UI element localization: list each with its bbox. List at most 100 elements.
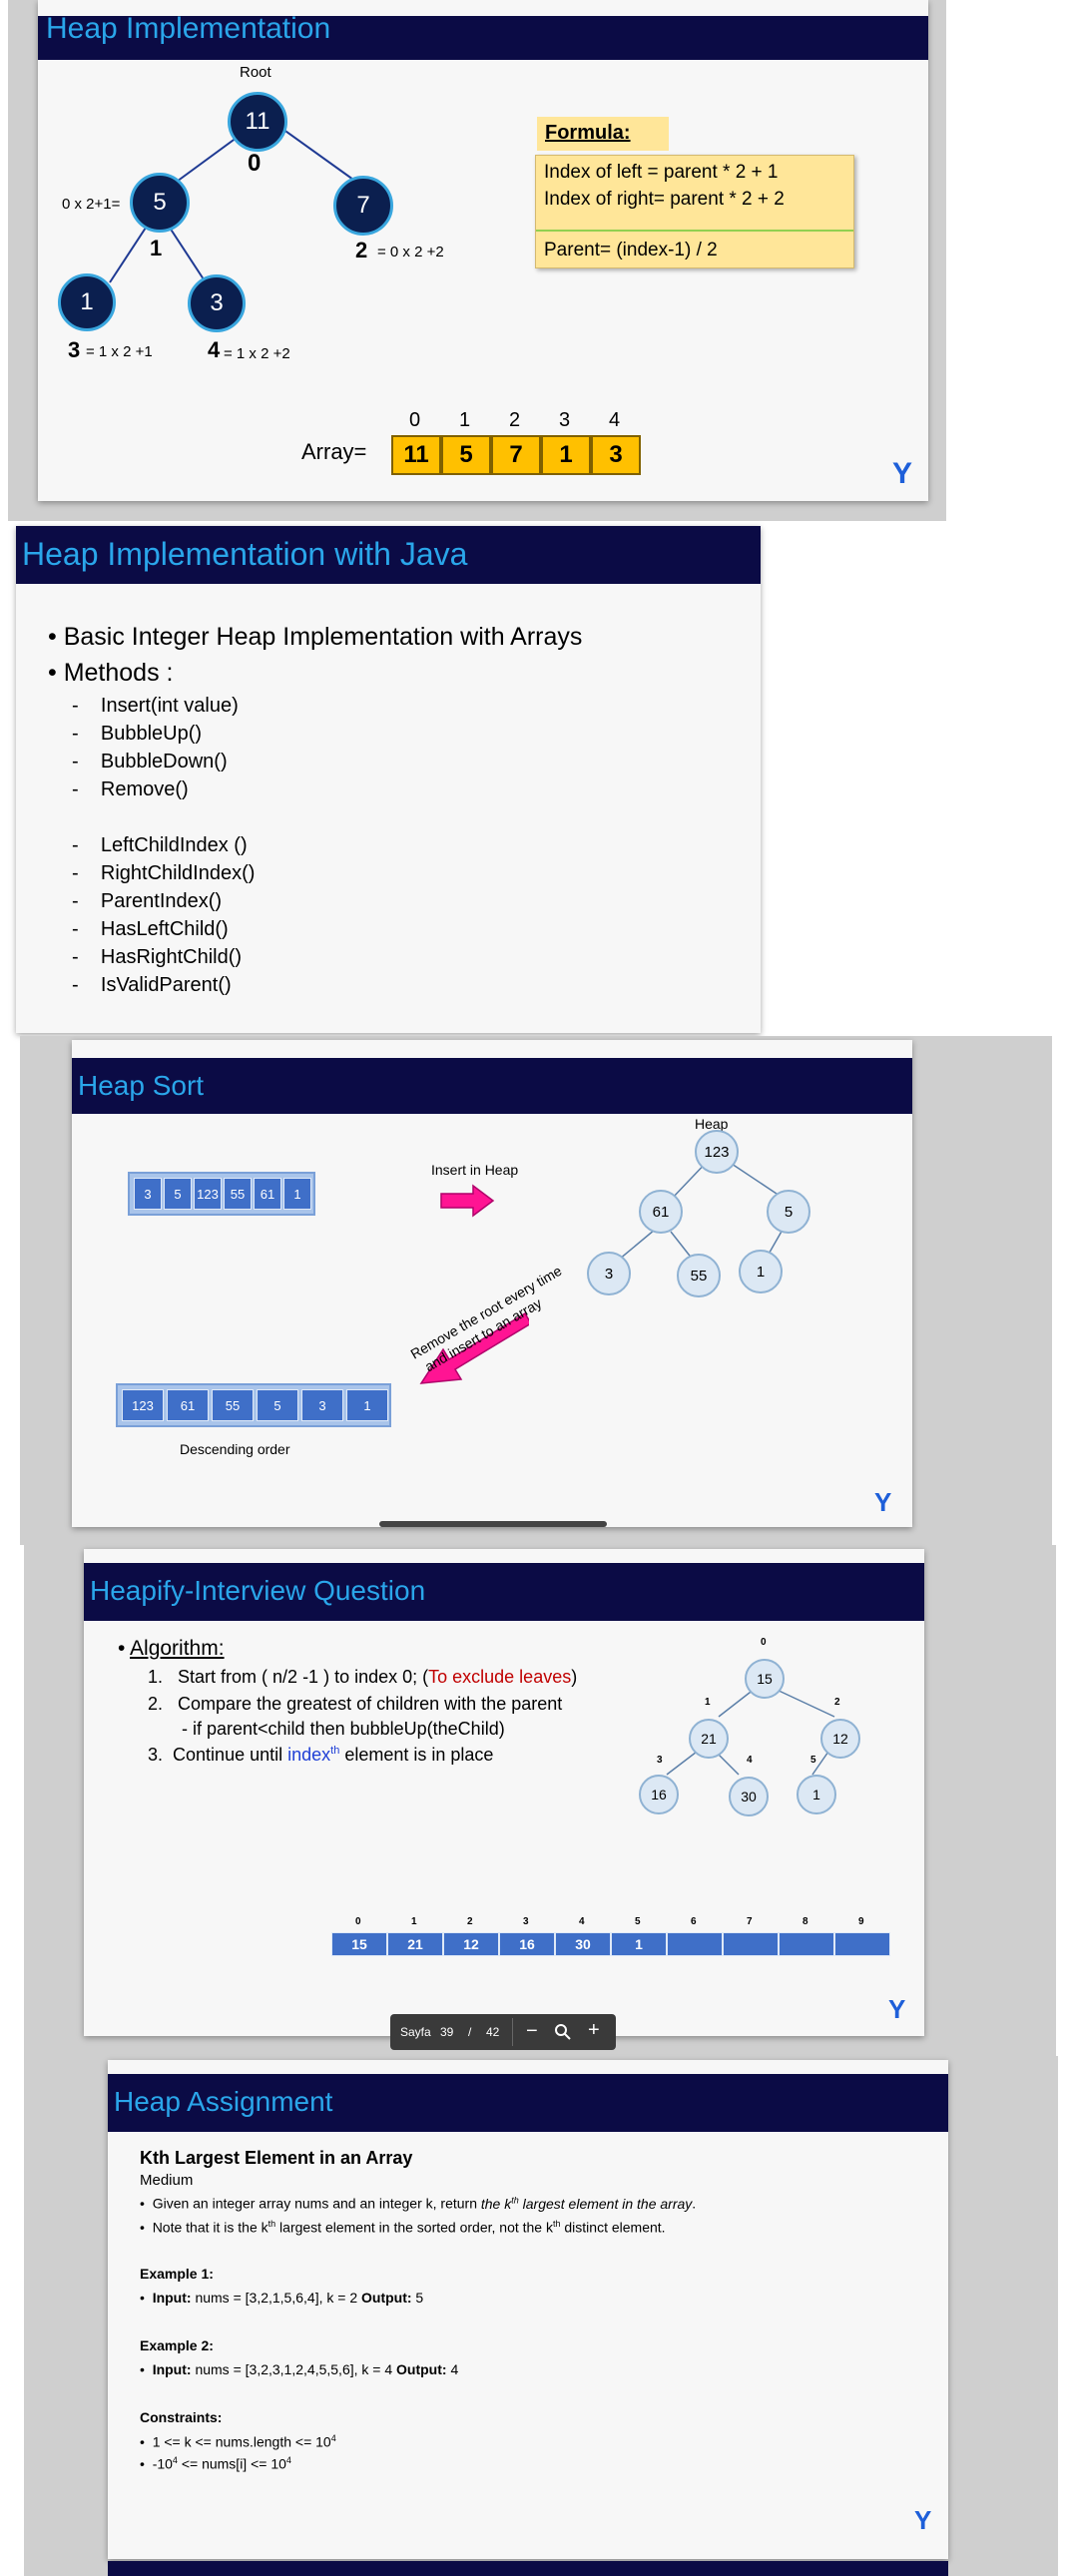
heapify-node: 15 [745, 1659, 785, 1699]
method-item: - HasLeftChild() [72, 918, 229, 940]
method-label: HasRightChild() [100, 946, 243, 968]
input-array-cell: 3 [134, 1178, 162, 1210]
output-array-cell: 5 [257, 1389, 298, 1421]
sort-heap-node-3: 3 [587, 1252, 631, 1295]
heapify-node-index: 0 [761, 1637, 767, 1648]
array-label: Array= [301, 439, 367, 464]
description-2: • Note that it is the kth largest elemen… [140, 2219, 666, 2236]
step2-sub: - if parent<child then bubbleUp(theChild… [182, 1719, 505, 1739]
heapify-node-index: 3 [657, 1755, 663, 1766]
input-array-cell: 61 [254, 1178, 281, 1210]
output-array-cell: 1 [346, 1389, 388, 1421]
heapify-node: 21 [689, 1719, 729, 1759]
node-index-4: 4 [208, 337, 221, 362]
example1: • Input: nums = [3,2,1,5,6,4], k = 2 Out… [140, 2290, 424, 2306]
method-item: - BubbleDown() [72, 751, 228, 773]
method-item: - Insert(int value) [72, 695, 239, 717]
method-item: - IsValidParent() [72, 974, 232, 996]
heapify-array-cell [834, 1932, 890, 1956]
formula-note-1: 0 x 2+1= [62, 196, 121, 213]
formula-left: Index of left = parent * 2 + 1 [544, 162, 779, 183]
step2: 2. Compare the greatest of children with… [148, 1694, 563, 1714]
formula-box: Index of left = parent * 2 + 1 Index of … [535, 155, 854, 268]
sort-heap-node-4: 55 [677, 1254, 721, 1297]
heap-node-3: 1 [58, 273, 116, 331]
node-index-0: 0 [248, 150, 262, 177]
formula-divider [536, 230, 853, 232]
method-item: - HasRightChild() [72, 946, 243, 968]
heapify-array-index: 3 [523, 1916, 529, 1927]
toolbar-divider [512, 2018, 513, 2046]
method-label: HasLeftChild() [100, 918, 229, 940]
slide5: Heap Assignment Kth Largest Element in a… [108, 2060, 948, 2559]
zoom-out-icon[interactable]: − [526, 2020, 538, 2042]
array-index: 0 [409, 409, 421, 431]
heapify-node: 12 [820, 1719, 860, 1759]
heapify-array-index: 1 [411, 1916, 417, 1927]
input-array-cell: 123 [194, 1178, 222, 1210]
formula-heading: Formula: [545, 122, 631, 144]
formula-note-2: = 0 x 2 +2 [377, 244, 444, 260]
formula-heading-box [537, 117, 669, 151]
description-1: • Given an integer array nums and an int… [140, 2195, 697, 2212]
array-index: 4 [609, 409, 621, 431]
root-label: Root [240, 64, 271, 81]
method-label: Remove() [100, 778, 189, 800]
example1-heading: Example 1: [140, 2266, 214, 2282]
method-label: RightChildIndex() [100, 862, 256, 884]
slide4-title: Heapify-Interview Question [84, 1563, 924, 1621]
constraints-heading: Constraints: [140, 2409, 223, 2425]
sort-heap-node-1: 61 [639, 1190, 683, 1234]
slide2-bullet2: • Methods : [48, 659, 174, 687]
descending-label: Descending order [180, 1441, 290, 1457]
input-array-cell: 1 [283, 1178, 311, 1210]
heapify-array-cell [723, 1932, 779, 1956]
formula-parent: Parent= (index-1) / 2 [544, 240, 718, 260]
zoom-in-icon[interactable]: + [588, 2019, 600, 2041]
node-index-3: 3 [68, 337, 81, 362]
method-label: LeftChildIndex () [100, 834, 248, 856]
node-index-2: 2 [355, 238, 368, 262]
heapify-array-cell: 12 [443, 1932, 499, 1956]
heapify-array-index: 0 [355, 1916, 361, 1927]
page-total: 42 [486, 2025, 500, 2039]
heap-label: Heap [695, 1116, 729, 1132]
heapify-node-index: 1 [705, 1697, 711, 1708]
heap-node-4: 3 [188, 274, 246, 332]
heapify-node-index: 5 [810, 1755, 816, 1766]
formula-note-4: = 1 x 2 +2 [224, 345, 290, 362]
page-number-input[interactable]: 39 [440, 2025, 454, 2039]
heapify-array-cell: 15 [331, 1932, 387, 1956]
heap-node-2: 7 [333, 176, 393, 236]
method-item: - Remove() [72, 778, 189, 800]
heapify-array-cell: 30 [555, 1932, 611, 1956]
output-array-cell: 3 [301, 1389, 343, 1421]
slide3-title: Heap Sort [72, 1058, 912, 1114]
method-item: - LeftChildIndex () [72, 834, 248, 856]
heapify-array-cell: 1 [611, 1932, 667, 1956]
array-cell: 1 [541, 435, 591, 475]
slide4: Heapify-Interview Question • Algorithm: … [84, 1549, 924, 2036]
page-word: Sayfa [400, 2025, 431, 2039]
heapify-node-index: 2 [834, 1697, 840, 1708]
output-array-cell: 55 [212, 1389, 254, 1421]
constraint-2: • -104 <= nums[i] <= 104 [140, 2455, 291, 2472]
heapify-array-cell [779, 1932, 834, 1956]
method-label: IsValidParent() [100, 974, 232, 996]
logo-icon: Y [914, 2505, 932, 2535]
zoom-icon[interactable] [554, 2023, 572, 2041]
step1: 1. Start from ( n/2 -1 ) to index 0; (To… [148, 1667, 578, 1687]
heapify-array-index: 8 [802, 1916, 808, 1927]
array-index: 2 [509, 409, 521, 431]
method-item: - RightChildIndex() [72, 862, 256, 884]
heap-node-0: 11 [228, 92, 287, 152]
slide5-title: Heap Assignment [108, 2074, 948, 2132]
array-cell: 5 [441, 435, 491, 475]
example2-heading: Example 2: [140, 2337, 214, 2353]
heapify-array-cell: 16 [499, 1932, 555, 1956]
arrow-down-left-icon [419, 1311, 529, 1384]
heapify-array-index: 2 [467, 1916, 473, 1927]
array-cell: 7 [491, 435, 541, 475]
arrow-right-icon [440, 1184, 495, 1218]
slide6-titlebar-edge [108, 2561, 948, 2576]
